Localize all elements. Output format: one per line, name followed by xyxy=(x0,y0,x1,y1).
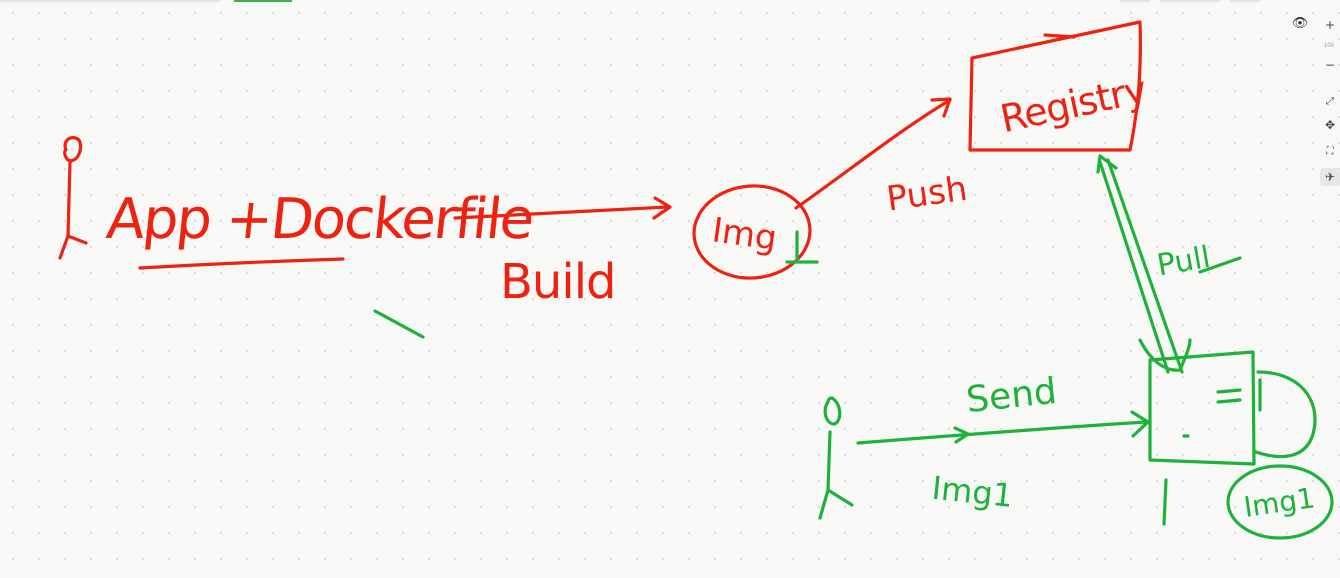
top-strip-active xyxy=(234,0,292,2)
user-figure-developer xyxy=(58,136,88,260)
pointer-icon[interactable]: ✈ xyxy=(1320,168,1340,186)
img-circle-tick xyxy=(785,230,819,264)
build-label: Build xyxy=(500,254,616,310)
img-circle xyxy=(692,184,812,280)
fit-icon[interactable]: ⤢ xyxy=(1326,95,1334,107)
server-box xyxy=(1138,338,1317,526)
push-label: Push xyxy=(884,169,970,220)
pull-arrow xyxy=(1096,154,1184,374)
registry-box xyxy=(968,20,1142,152)
eye-icon[interactable]: 👁 xyxy=(1291,15,1309,31)
img-label: Img xyxy=(710,210,780,259)
user-figure-client xyxy=(818,396,854,520)
zoom-out-button[interactable]: − xyxy=(1324,58,1336,72)
img1-label-client: Img1 xyxy=(930,469,1015,515)
img1-circle xyxy=(1226,464,1334,540)
registry-label: Registry xyxy=(996,67,1150,141)
push-arrow xyxy=(794,97,952,210)
top-strip-left xyxy=(0,0,220,2)
zoom-in-button[interactable]: + xyxy=(1324,18,1336,32)
stray-mark xyxy=(373,309,425,339)
registry-box-top-mark xyxy=(1043,33,1076,39)
top-strip-right-1 xyxy=(1120,0,1150,2)
img1-label-server: Img1 xyxy=(1242,481,1317,524)
zoom-percentage: 100 xyxy=(1324,43,1335,49)
top-strip-right-2 xyxy=(1160,0,1220,2)
move-icon[interactable]: ✥ xyxy=(1324,118,1336,132)
top-strip-right-3 xyxy=(1230,0,1260,2)
right-toolbar: + 100 − ⤢ ✥ ⛶ ✈ xyxy=(1306,12,1340,192)
pull-underline xyxy=(1198,256,1242,274)
pull-label: Pull xyxy=(1154,240,1213,284)
app-dockerfile-label: App +Dockerfile xyxy=(104,187,536,252)
app-underline xyxy=(138,257,345,270)
send-label: Send xyxy=(964,371,1058,421)
send-arrow xyxy=(856,410,1150,445)
select-frame-icon[interactable]: ⛶ xyxy=(1326,145,1334,157)
build-arrow xyxy=(453,196,672,220)
